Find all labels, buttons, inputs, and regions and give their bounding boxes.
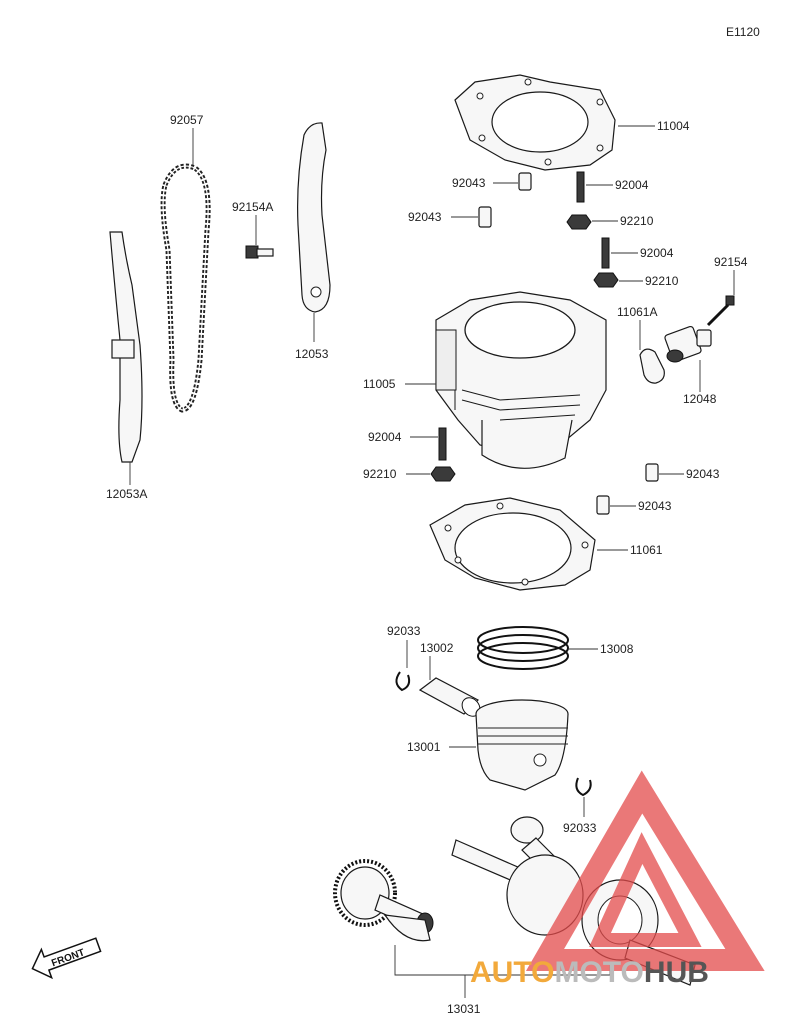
label-11005: 11005 xyxy=(363,377,396,391)
piston-pin[interactable] xyxy=(418,677,484,720)
balancer-gear[interactable] xyxy=(333,859,434,942)
cylinder-block[interactable] xyxy=(435,291,607,469)
piston-clip-right[interactable] xyxy=(575,777,592,797)
dowel-pin-4[interactable] xyxy=(596,495,610,515)
cylinder-base-gasket[interactable] xyxy=(429,497,596,591)
dowel-pin-1[interactable] xyxy=(518,172,532,191)
label-92210-b: 92210 xyxy=(645,274,679,288)
label-92043-d: 92043 xyxy=(638,499,672,513)
label-13002: 13002 xyxy=(420,641,454,655)
cylinder-head-gasket[interactable] xyxy=(454,74,616,171)
dowel-pin-3[interactable] xyxy=(645,463,659,482)
label-13031: 13031 xyxy=(447,1002,481,1016)
watermark-part3: HUB xyxy=(644,956,709,989)
watermark-text: AUTOMOTOHUB xyxy=(470,956,709,989)
dowel-pin-2[interactable] xyxy=(478,206,492,228)
nut-1[interactable] xyxy=(566,214,592,230)
chain-guide-rear[interactable] xyxy=(297,122,331,313)
label-92004-a: 92004 xyxy=(615,178,649,192)
label-92033-a: 92033 xyxy=(387,624,421,638)
label-11004: 11004 xyxy=(657,119,690,133)
tensioner-gasket[interactable] xyxy=(639,348,665,384)
label-13001: 13001 xyxy=(407,740,441,754)
tensioner-bolt[interactable] xyxy=(706,295,735,327)
nut-3[interactable] xyxy=(430,466,456,482)
label-92033-b: 92033 xyxy=(563,821,597,835)
piston-ring-set[interactable] xyxy=(477,626,569,670)
stud-2[interactable] xyxy=(601,237,610,269)
diagram-code: E1120 xyxy=(726,25,760,39)
cam-chain[interactable] xyxy=(160,163,211,413)
label-92210-c: 92210 xyxy=(363,467,397,481)
label-92004-c: 92004 xyxy=(368,430,402,444)
label-92043-a: 92043 xyxy=(452,176,486,190)
cam-chain-tensioner[interactable] xyxy=(664,325,712,363)
stud-3[interactable] xyxy=(438,427,447,461)
nut-2[interactable] xyxy=(593,272,619,288)
piston[interactable] xyxy=(475,699,569,791)
piston-clip-left[interactable] xyxy=(395,671,411,692)
label-92154A: 92154A xyxy=(232,200,273,214)
stud-1[interactable] xyxy=(576,171,585,203)
label-92154: 92154 xyxy=(714,255,748,269)
guide-bolt[interactable] xyxy=(245,245,274,259)
label-13008: 13008 xyxy=(600,642,634,656)
label-12048: 12048 xyxy=(683,392,717,406)
label-11061: 11061 xyxy=(630,543,663,557)
label-92043-b: 92043 xyxy=(408,210,442,224)
label-92057: 92057 xyxy=(170,113,204,127)
label-11061A: 11061A xyxy=(617,305,657,319)
label-92043-c: 92043 xyxy=(686,467,720,481)
label-12053: 12053 xyxy=(295,347,329,361)
front-direction-badge: FRONT xyxy=(31,937,102,980)
label-92210-a: 92210 xyxy=(620,214,654,228)
label-12053A: 12053A xyxy=(106,487,147,501)
watermark-logo xyxy=(525,770,765,971)
watermark-part2: MOTO xyxy=(554,956,643,989)
label-92004-b: 92004 xyxy=(640,246,674,260)
chain-guide-front[interactable] xyxy=(109,231,143,463)
watermark-part1: AUTO xyxy=(470,956,554,989)
